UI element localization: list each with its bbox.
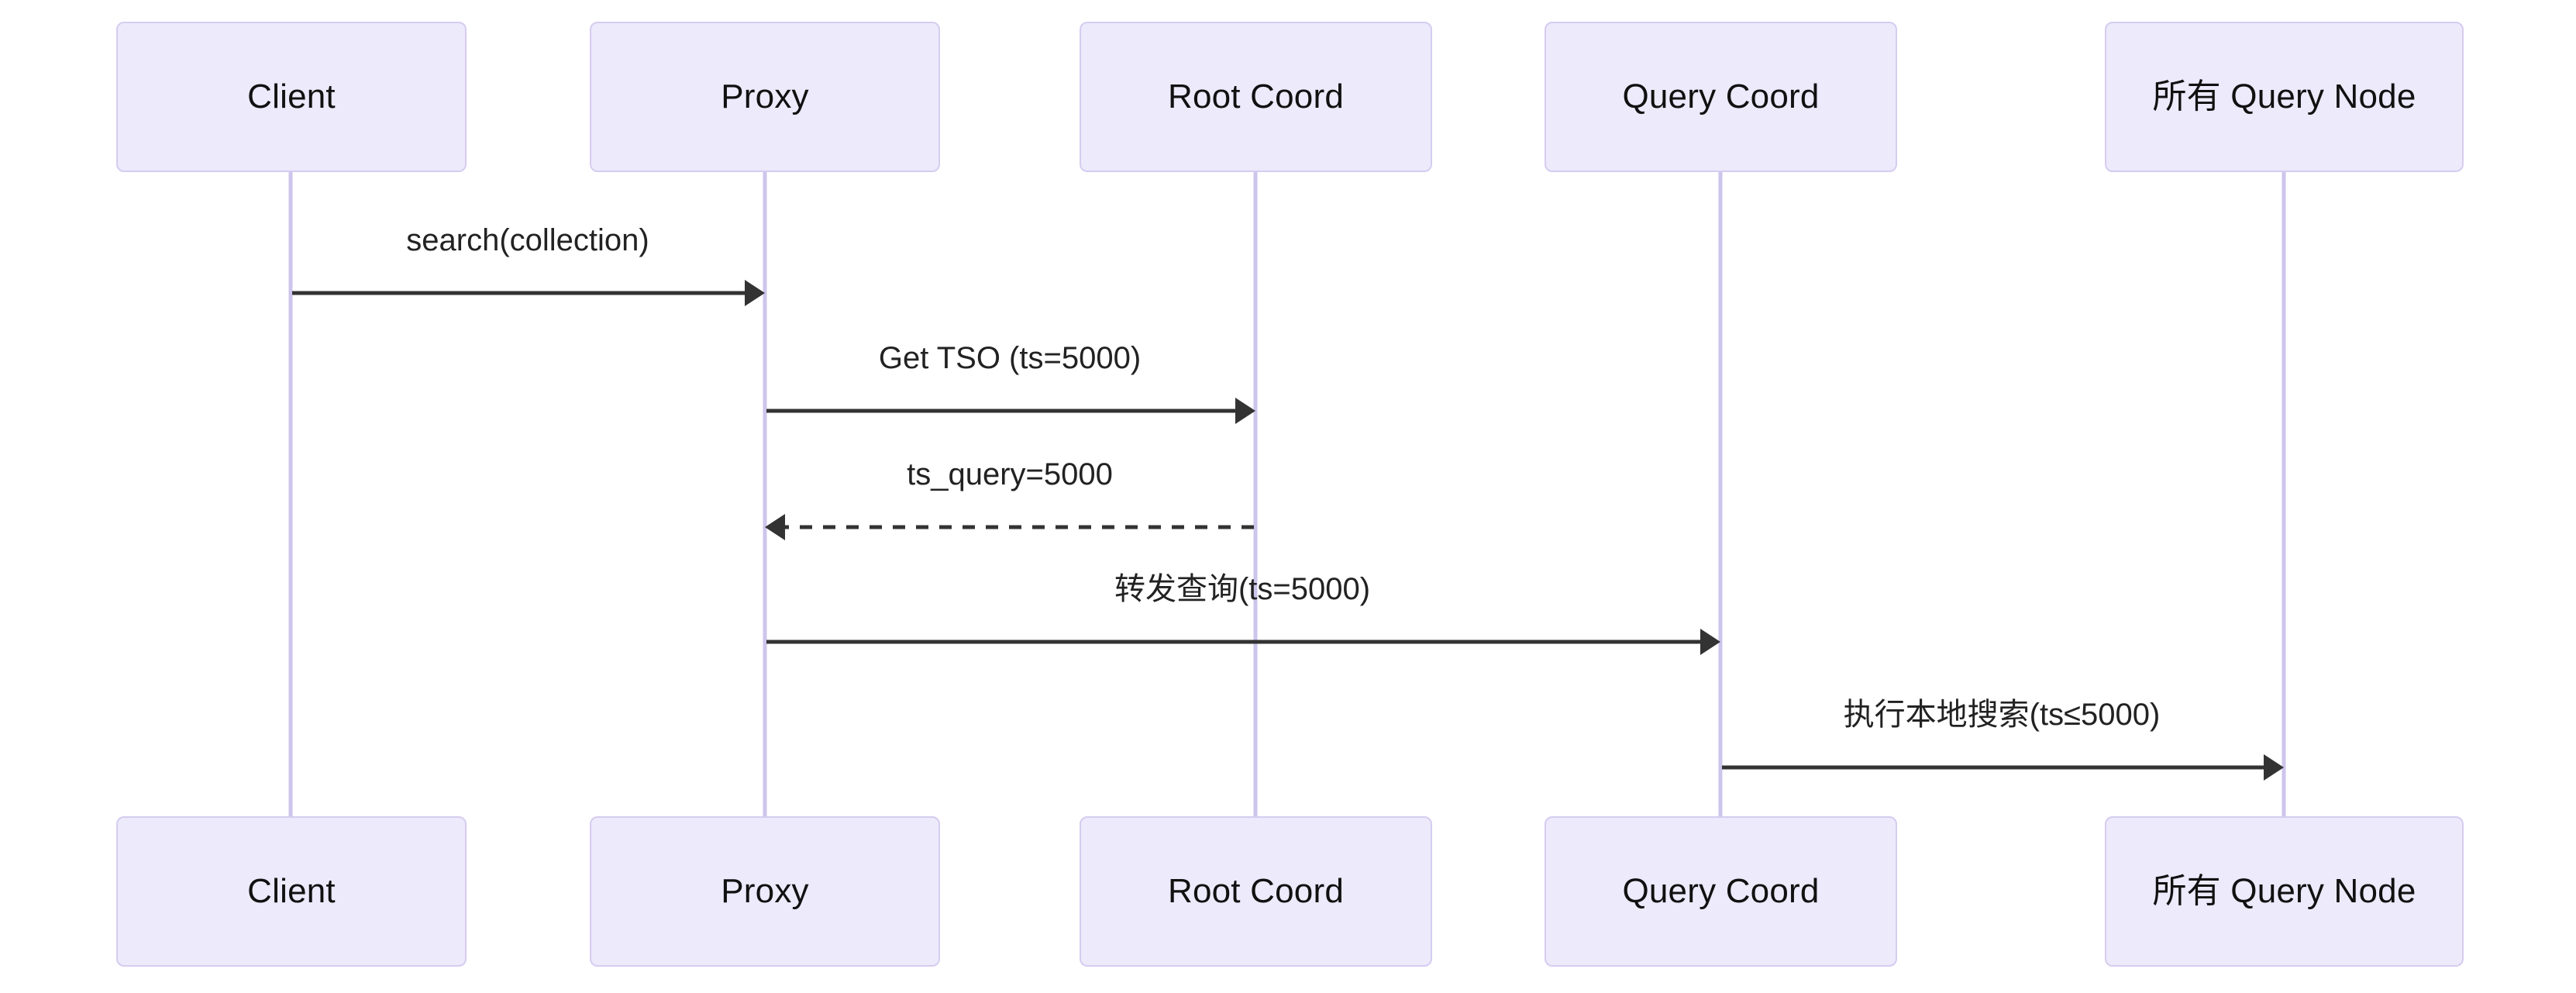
- message-arrows-group: [292, 280, 2284, 781]
- actor-box-client-top[interactable]: Client: [116, 22, 467, 172]
- msg-get-tso-label: Get TSO (ts=5000): [878, 341, 1142, 375]
- msg-search-collection-arrowhead: [745, 280, 765, 306]
- lifeline-client: [288, 172, 293, 816]
- actor-box-root_coord-bottom[interactable]: Root Coord: [1080, 816, 1432, 967]
- msg-ts-query-label: ts_query=5000: [907, 457, 1113, 491]
- lifeline-root_coord: [1253, 172, 1258, 816]
- lifeline-query_coord: [1718, 172, 1723, 816]
- actor-box-proxy-top[interactable]: Proxy: [590, 22, 940, 172]
- actor-box-query_coord-bottom[interactable]: Query Coord: [1545, 816, 1897, 967]
- actor-box-query_node-top[interactable]: 所有 Query Node: [2105, 22, 2464, 172]
- lifelines-group: [288, 172, 2286, 816]
- msg-local-search-arrowhead: [2264, 754, 2284, 781]
- msg-forward-query-label: 转发查询(ts=5000): [1114, 572, 1371, 606]
- actor-box-query_node-bottom[interactable]: 所有 Query Node: [2105, 816, 2464, 967]
- msg-forward-query-arrowhead: [1700, 629, 1720, 655]
- actor-label-proxy: Proxy: [721, 872, 809, 910]
- actor-label-root_coord: Root Coord: [1167, 872, 1344, 910]
- actor-label-client: Client: [247, 78, 336, 116]
- actor-box-proxy-bottom[interactable]: Proxy: [590, 816, 940, 967]
- actor-label-client: Client: [247, 872, 336, 910]
- lifeline-proxy: [763, 172, 767, 816]
- actor-box-root_coord-top[interactable]: Root Coord: [1080, 22, 1432, 172]
- actor-box-query_coord-top[interactable]: Query Coord: [1545, 22, 1897, 172]
- msg-local-search-label: 执行本地搜索(ts≤5000): [1843, 698, 2161, 732]
- msg-ts-query-arrowhead: [765, 514, 785, 540]
- actor-label-proxy: Proxy: [721, 78, 809, 116]
- msg-search-collection-label: search(collection): [406, 223, 649, 257]
- actor-label-query_node: 所有 Query Node: [2152, 78, 2416, 116]
- actor-label-root_coord: Root Coord: [1167, 78, 1344, 116]
- lifeline-query_node: [2282, 172, 2286, 816]
- actor-label-query_coord: Query Coord: [1622, 78, 1820, 116]
- actor-box-client-bottom[interactable]: Client: [116, 816, 467, 967]
- actor-label-query_coord: Query Coord: [1622, 872, 1820, 910]
- msg-get-tso-arrowhead: [1235, 398, 1255, 424]
- actor-label-query_node: 所有 Query Node: [2152, 872, 2416, 910]
